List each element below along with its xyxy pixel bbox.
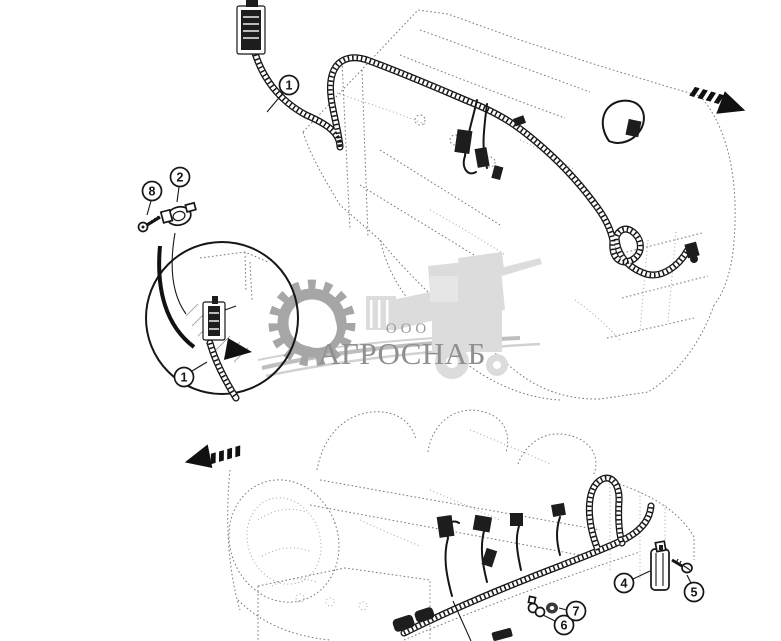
harness-end-sensor	[684, 241, 700, 263]
lower-branch-connectors	[436, 502, 566, 597]
callout-4-label: 4	[621, 577, 628, 591]
watermark-prefix: ООО	[386, 321, 431, 337]
harness-main-connector	[236, 0, 266, 55]
harness-sensor-loop	[601, 99, 645, 144]
part-clamp-6	[527, 595, 546, 618]
detail-connector	[202, 296, 237, 341]
harness-branch-connectors	[454, 99, 527, 181]
lower-wiring-harness	[392, 478, 651, 641]
callout-2-label: 2	[177, 171, 184, 185]
part-screw-8	[137, 215, 161, 233]
callout-8: 8	[141, 180, 163, 216]
callout-1-detail-label: 1	[181, 371, 188, 385]
callout-2: 2	[169, 166, 191, 203]
part-screw-5	[671, 558, 693, 574]
callout-1-detail: 1	[173, 361, 208, 388]
callout-8-label: 8	[149, 185, 156, 199]
part-grommet-7	[546, 602, 558, 614]
detail-inset	[145, 232, 299, 398]
callout-1-upper-label: 1	[286, 79, 293, 93]
lower-engine-sketch	[227, 409, 695, 641]
callout-6: 6	[542, 614, 575, 636]
harness-end-boots	[392, 607, 513, 641]
callout-7-label: 7	[573, 605, 580, 619]
watermark: ООО АГРОСНАБ	[257, 252, 542, 379]
callout-6-label: 6	[561, 619, 568, 633]
callout-1-upper: 1	[266, 74, 300, 113]
gear-icon	[268, 279, 356, 367]
combine-harvester-silhouette	[366, 252, 542, 379]
back-arrow-icon	[181, 435, 245, 475]
callout-5: 5	[683, 574, 705, 603]
callout-7: 7	[558, 600, 587, 622]
routing-arrow-icon	[157, 245, 252, 360]
callout-4: 4	[613, 570, 651, 594]
forward-arrow-icon	[686, 82, 749, 122]
part-bracket-4	[650, 540, 670, 591]
part-clamp-2	[159, 201, 197, 227]
callout-5-label: 5	[691, 586, 698, 600]
watermark-company-name: АГРОСНАБ	[318, 336, 486, 371]
upper-wiring-harness	[236, 0, 700, 275]
